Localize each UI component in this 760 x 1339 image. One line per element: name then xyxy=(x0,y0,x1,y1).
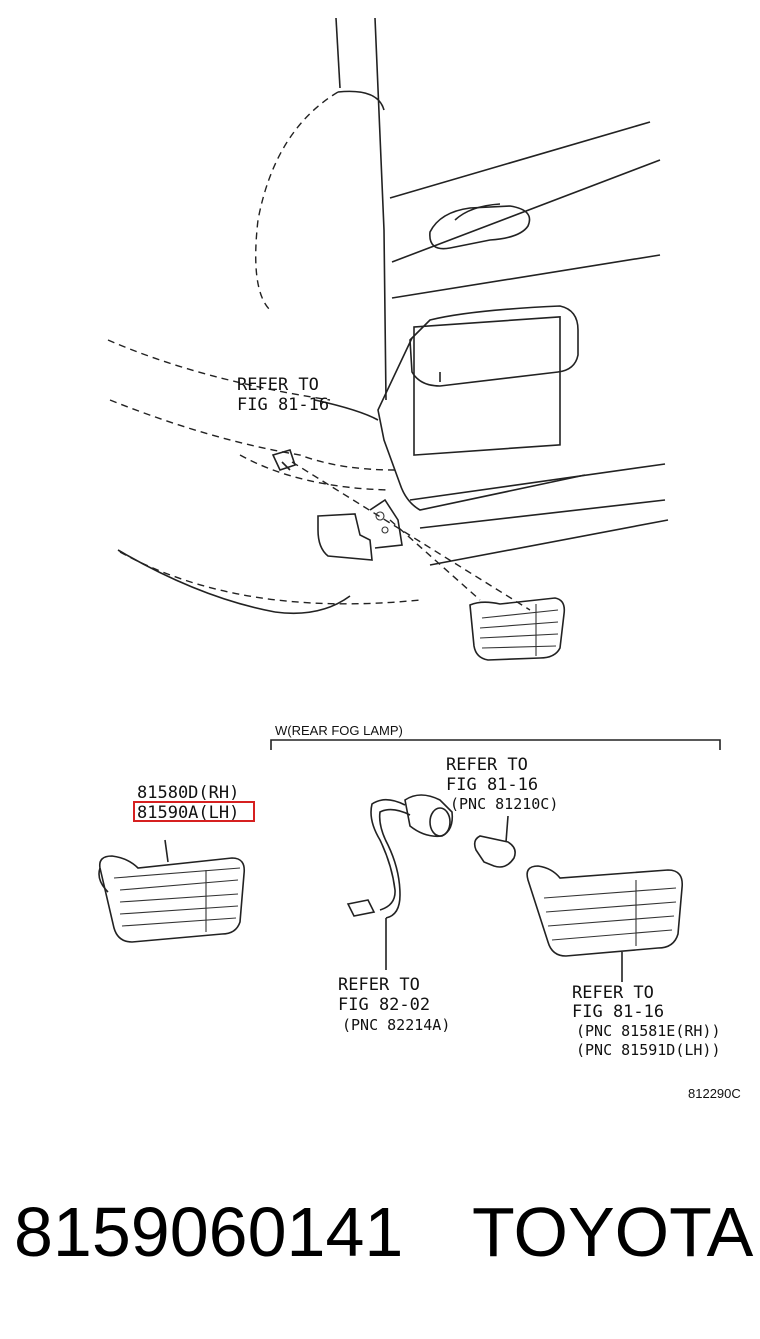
refer-socket-line3: (PNC 82214A) xyxy=(342,1016,450,1034)
refer-top-line2: FIG 81-16 xyxy=(237,395,329,415)
variant-bracket-left xyxy=(270,739,452,750)
variant-label: W(REAR FOG LAMP) xyxy=(275,723,403,738)
bulb-drawing xyxy=(473,815,516,868)
refer-lens-line1: REFER TO xyxy=(572,983,654,1003)
lamp-assembly-left-drawing xyxy=(98,839,246,943)
refer-bulb-line3: (PNC 81210C) xyxy=(450,795,558,813)
diagram-code: 812290C xyxy=(688,1086,741,1101)
refer-socket-line2: FIG 82-02 xyxy=(338,995,430,1015)
socket-wire-drawing xyxy=(346,794,454,970)
variant-bracket-right xyxy=(452,739,721,750)
highlight-box xyxy=(133,801,255,822)
refer-top-line1: REFER TO xyxy=(237,375,319,395)
footer-brand: TOYOTA xyxy=(472,1193,754,1271)
footer-part-number: 8159060141 xyxy=(14,1193,403,1271)
part-number-rh: 81580D(RH) xyxy=(137,783,239,803)
refer-socket-line1: REFER TO xyxy=(338,975,420,995)
vehicle-body-drawing xyxy=(107,17,669,661)
refer-bulb-line1: REFER TO xyxy=(446,755,528,775)
refer-lens-line3: (PNC 81581E(RH)) xyxy=(576,1022,721,1040)
part-number-lh: 81590A(LH) xyxy=(137,803,239,823)
refer-bulb-line2: FIG 81-16 xyxy=(446,775,538,795)
installed-fog-lamp-drawing xyxy=(469,597,566,661)
refer-lens-line2: FIG 81-16 xyxy=(572,1002,664,1022)
lens-assembly-right-drawing xyxy=(526,865,684,982)
refer-lens-line4: (PNC 81591D(LH)) xyxy=(576,1041,721,1059)
